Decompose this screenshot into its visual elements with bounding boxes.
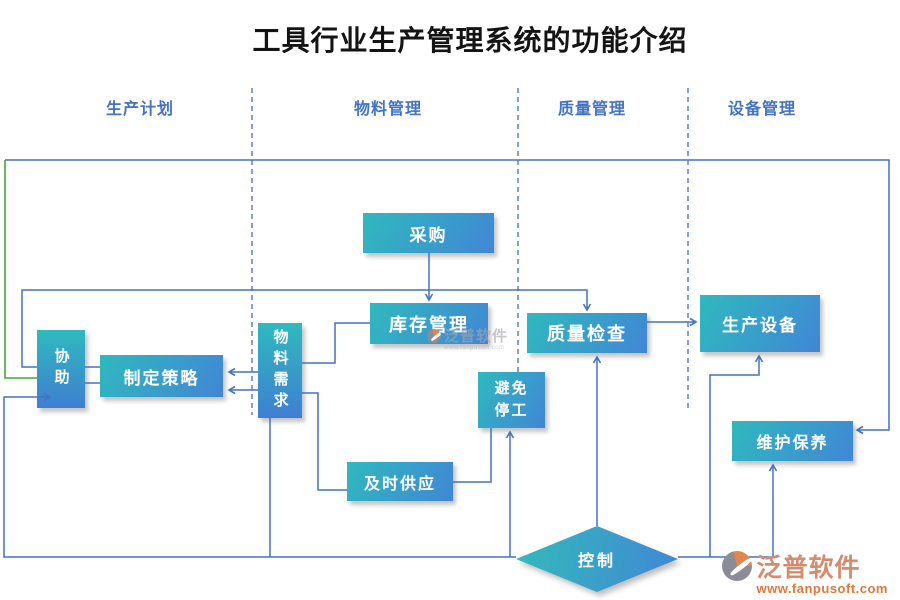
edge-material-demand-to-timely-supply xyxy=(302,392,347,491)
fanpu-logo-icon xyxy=(722,551,753,581)
node-assist: 协助 xyxy=(37,330,85,408)
column-header-quality-mgmt: 质量管理 xyxy=(557,101,627,118)
node-quality-check: 质量检查 xyxy=(527,313,647,353)
node-avoid-stoppage: 避免停工 xyxy=(478,372,545,428)
column-header-equipment-mgmt: 设备管理 xyxy=(727,101,797,118)
node-production-equipment: 生产设备 xyxy=(700,295,820,352)
page-title: 工具行业生产管理系统的功能介绍 xyxy=(252,26,688,57)
edge-timely-supply-to-avoid-stoppage xyxy=(453,428,492,483)
column-header-production-plan: 生产计划 xyxy=(105,101,175,118)
watermark-corner: 泛普软件 www.fanpusoft.com xyxy=(722,548,888,596)
edge-inventory-to-material-demand xyxy=(302,322,370,364)
node-maintenance: 维护保养 xyxy=(732,421,853,461)
node-procurement: 采购 xyxy=(363,213,494,253)
node-timely-supply: 及时供应 xyxy=(347,462,453,501)
node-inventory-management: 库存管理 xyxy=(370,303,488,344)
node-material-demand: 物料需求 xyxy=(258,323,302,418)
node-formulate-strategy: 制定策略 xyxy=(100,355,223,397)
edge-green-to-assist xyxy=(4,160,37,379)
node-control-diamond: 控制 xyxy=(516,526,678,592)
control-diamond-shape: 控制 xyxy=(516,526,678,592)
column-header-material-mgmt: 物料管理 xyxy=(353,101,423,118)
